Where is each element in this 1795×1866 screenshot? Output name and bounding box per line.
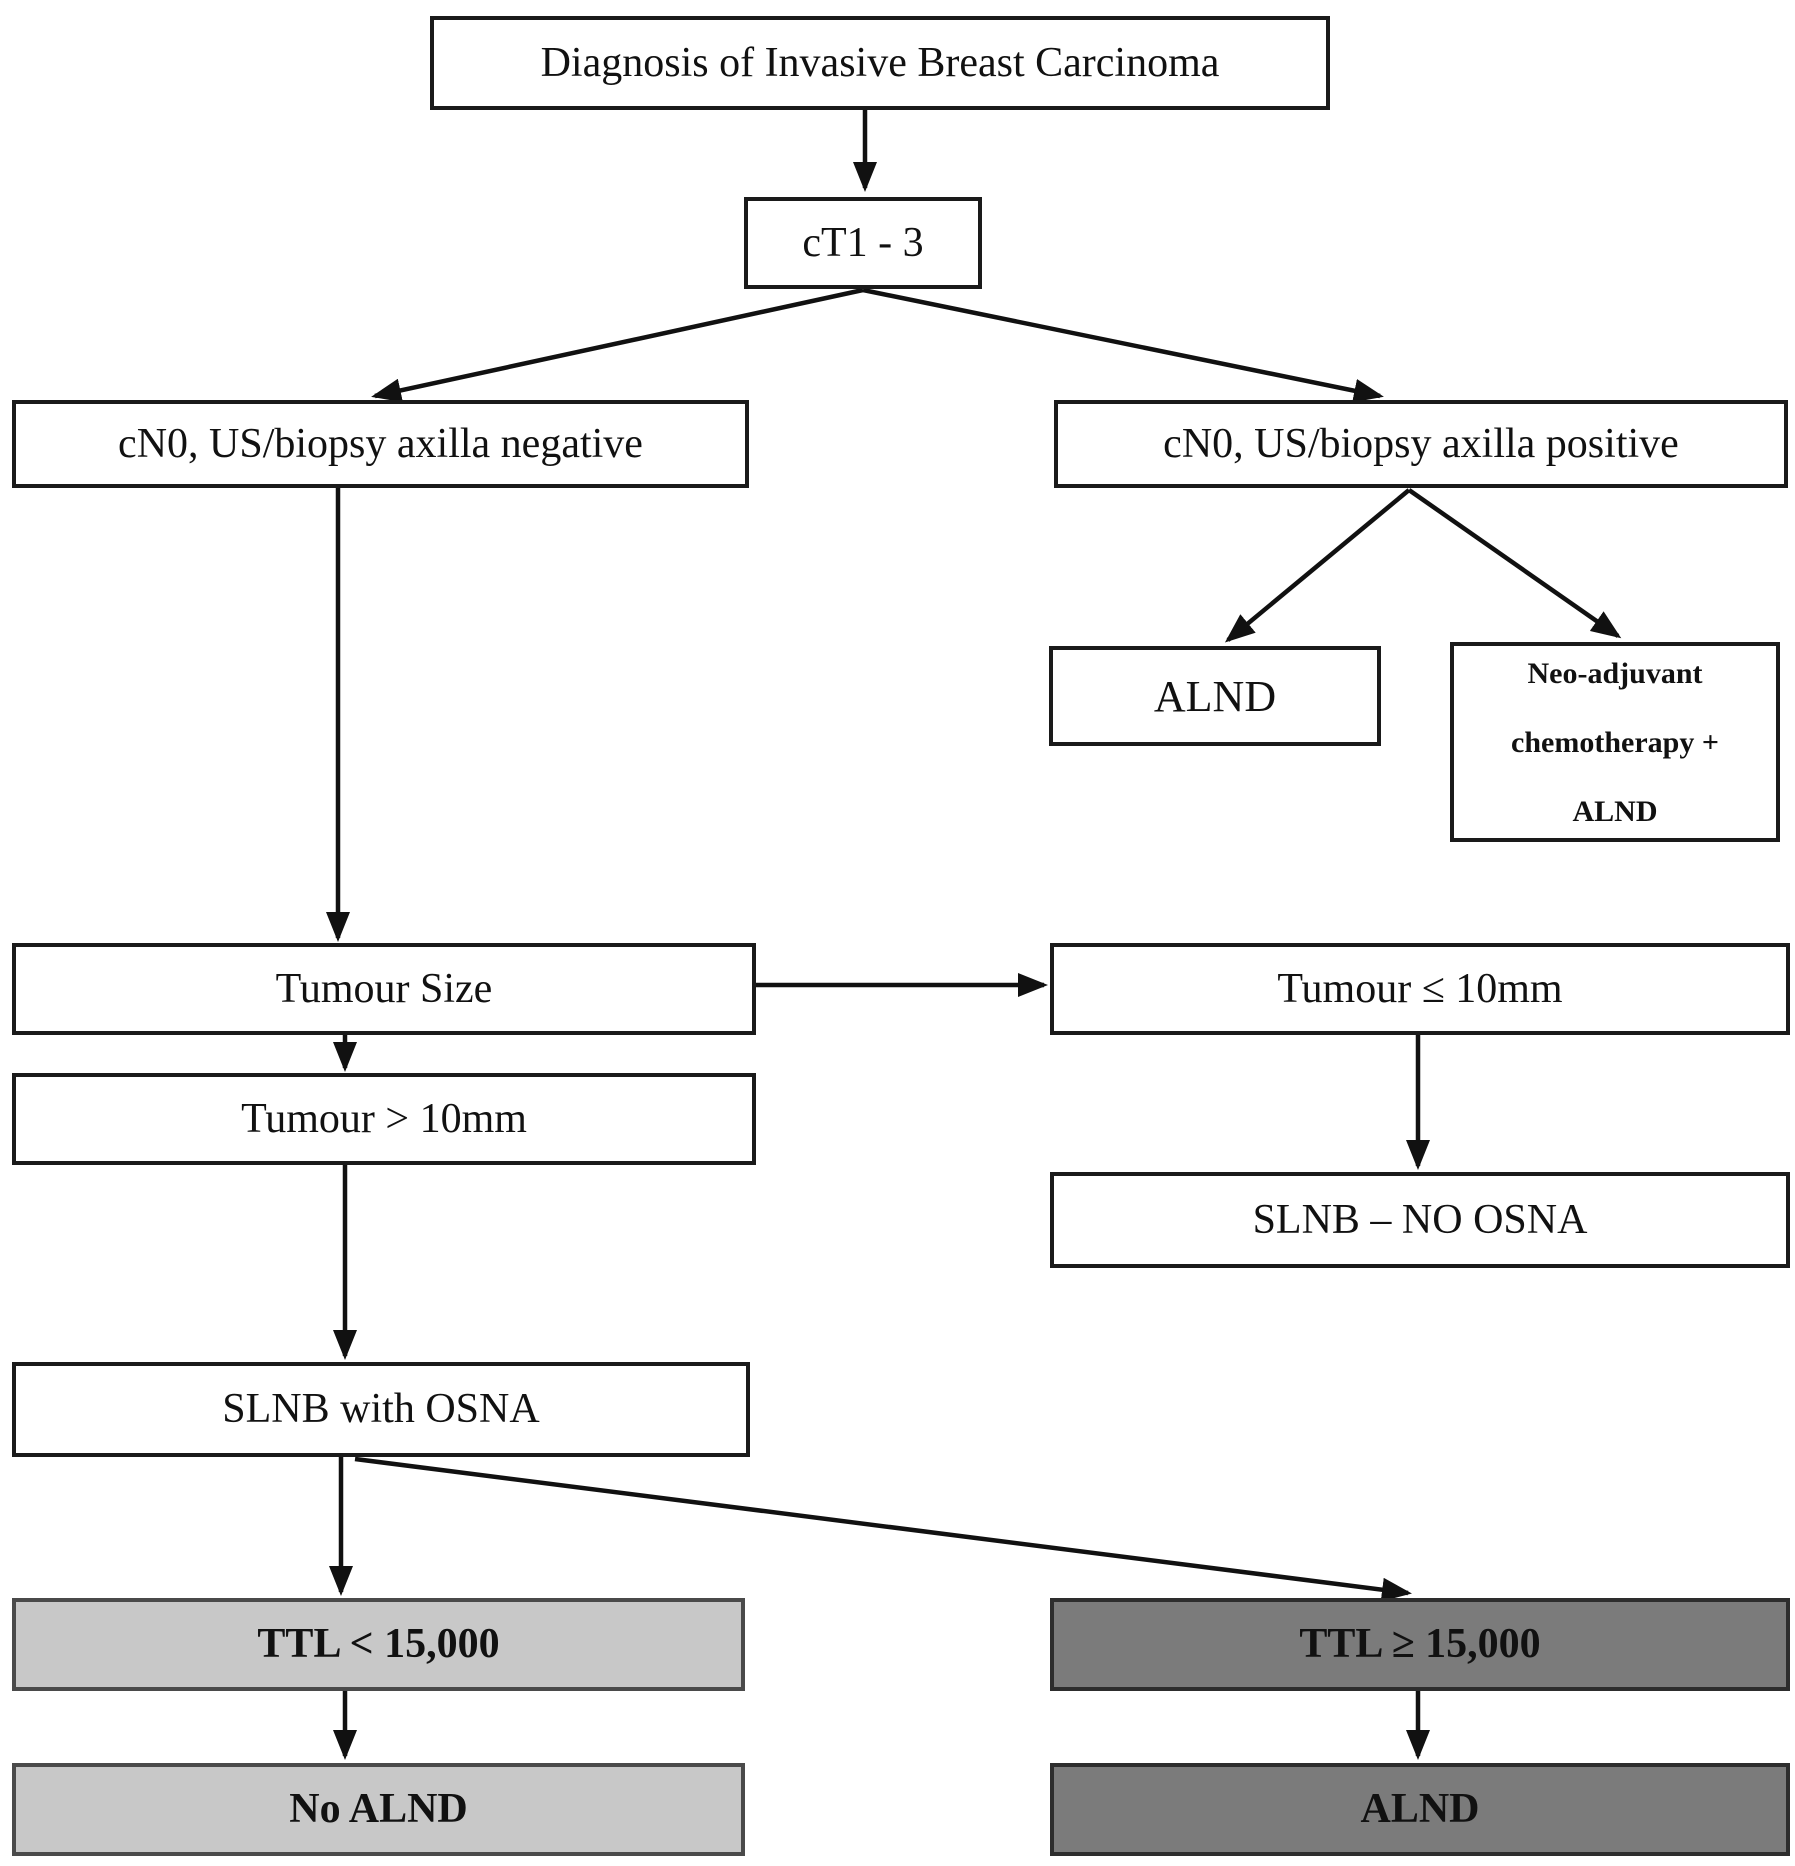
- node-tumour-le-10mm: Tumour ≤ 10mm: [1050, 943, 1790, 1035]
- node-slnb-with-osna: SLNB with OSNA: [12, 1362, 750, 1457]
- node-alnd-upper: ALND: [1049, 646, 1381, 746]
- node-ttl-ge-15000: TTL ≥ 15,000: [1050, 1598, 1790, 1691]
- node-tumour-size: Tumour Size: [12, 943, 756, 1035]
- node-ttl-lt-15000: TTL < 15,000: [12, 1598, 745, 1691]
- node-no-alnd: No ALND: [12, 1763, 745, 1856]
- node-ct1-3: cT1 - 3: [744, 197, 982, 289]
- node-axilla-positive: cN0, US/biopsy axilla positive: [1054, 400, 1788, 488]
- node-diagnosis: Diagnosis of Invasive Breast Carcinoma: [430, 16, 1330, 110]
- node-neoadjuvant-chemo-alnd: Neo-adjuvant chemotherapy + ALND: [1450, 642, 1780, 842]
- node-tumour-gt-10mm: Tumour > 10mm: [12, 1073, 756, 1165]
- node-axilla-negative: cN0, US/biopsy axilla negative: [12, 400, 749, 488]
- node-alnd-final: ALND: [1050, 1763, 1790, 1856]
- node-slnb-no-osna: SLNB – NO OSNA: [1050, 1172, 1790, 1268]
